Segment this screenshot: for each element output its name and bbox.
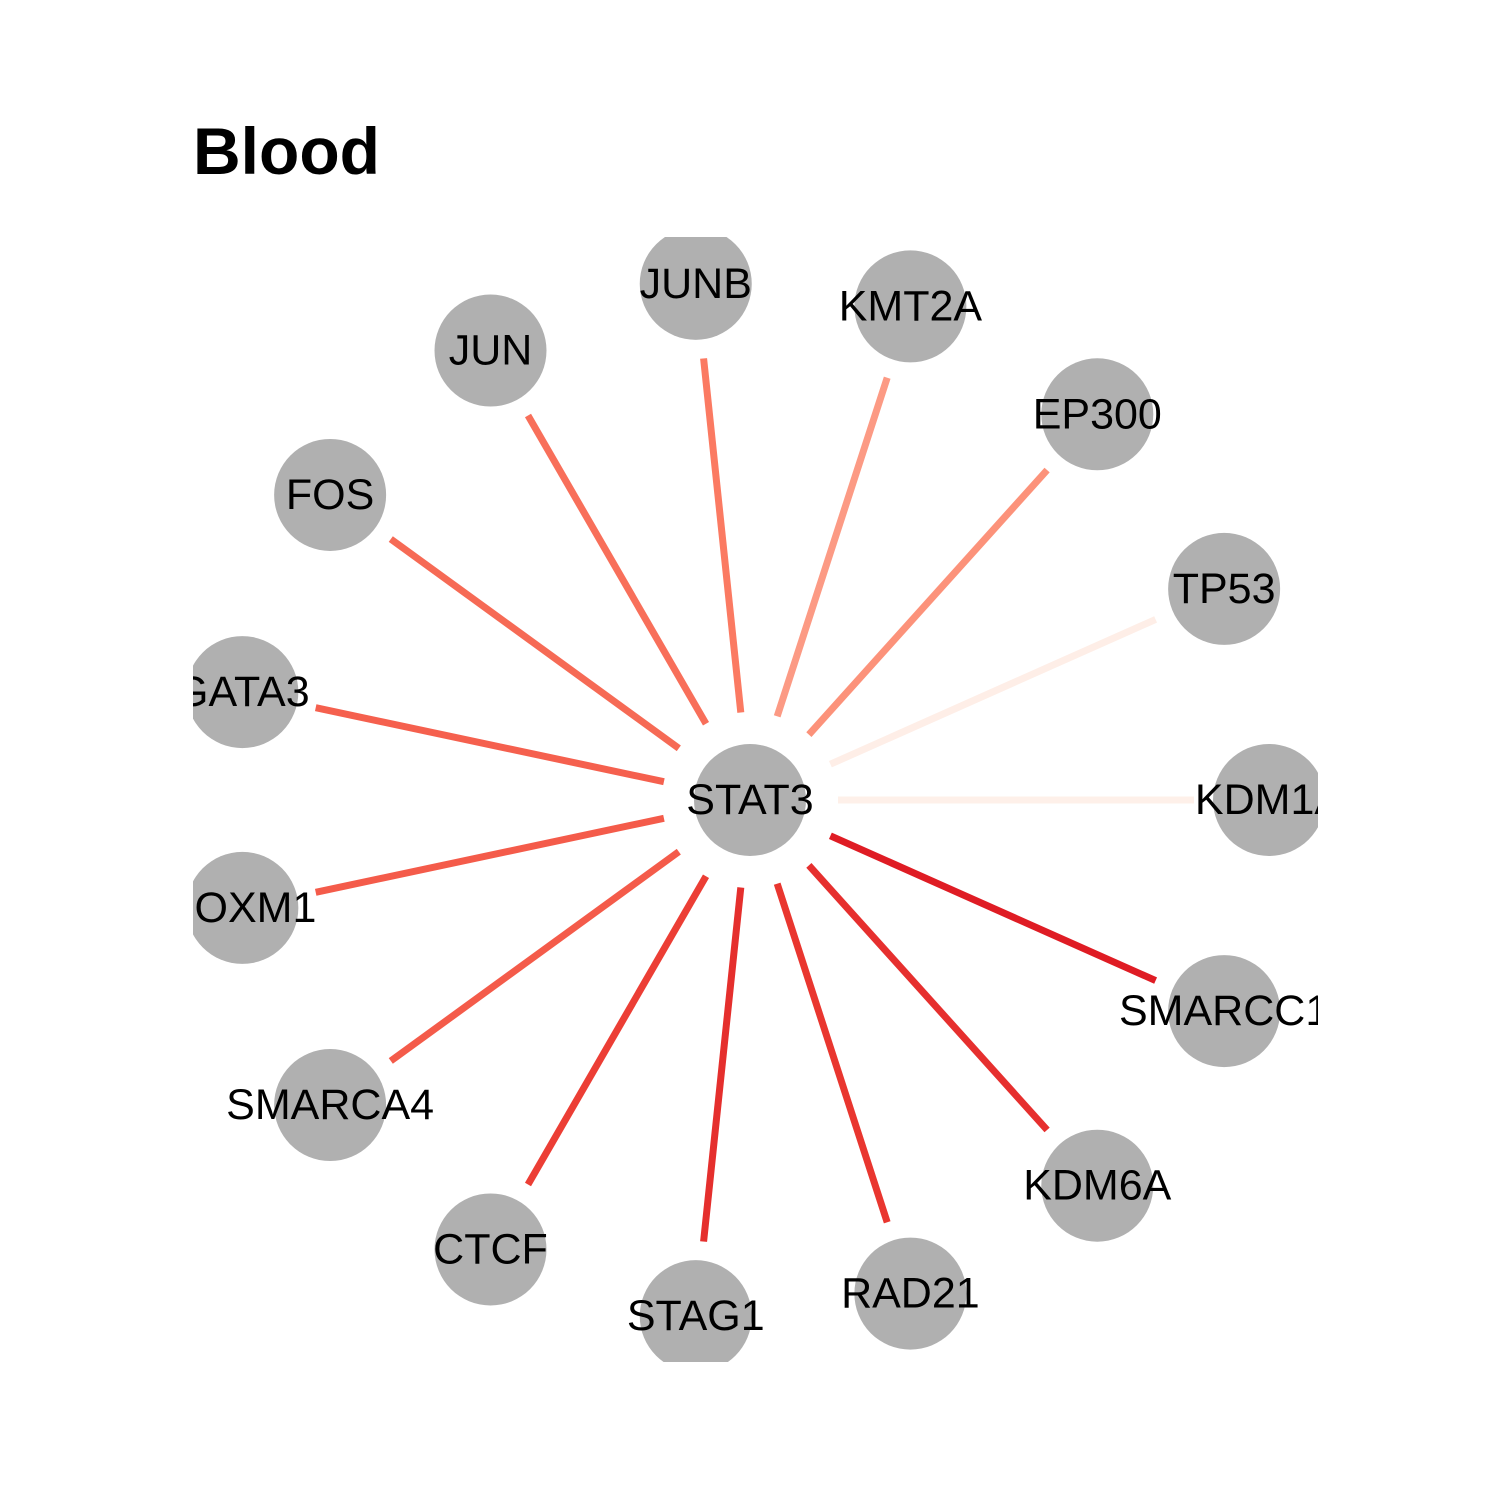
- node-fos-circle: [274, 438, 387, 551]
- node-ep300: EP300: [1033, 358, 1162, 471]
- node-stat3-label: STAT3: [686, 776, 813, 824]
- edge-stat3-smarcc1: [828, 832, 1158, 984]
- node-kdm6a: KDM6A: [1023, 1129, 1172, 1242]
- edge-stat3-rad21: [773, 882, 891, 1224]
- node-smarcc1: SMARCC1: [1119, 955, 1329, 1068]
- edge-stat3-kdm6a: [806, 863, 1050, 1133]
- node-junb: JUNB: [639, 237, 752, 340]
- node-fos: FOS: [274, 438, 387, 551]
- node-tp53-label: TP53: [1173, 565, 1276, 613]
- node-jun-label: JUN: [449, 327, 533, 375]
- node-ctcf-circle: [434, 1193, 547, 1306]
- node-fos-label: FOS: [286, 471, 374, 519]
- node-smarca4: SMARCA4: [226, 1049, 434, 1162]
- node-jun: JUN: [434, 294, 547, 407]
- diagram-title: Blood: [193, 114, 380, 188]
- node-ep300-label: EP300: [1033, 390, 1162, 438]
- edge-stat3-junb: [700, 358, 745, 713]
- node-stat3-circle: [694, 744, 806, 856]
- node-gata3-label: GATA3: [175, 668, 310, 716]
- node-kmt2a-circle: [854, 250, 967, 363]
- edge-stat3-tp53: [828, 616, 1158, 768]
- node-smarca4-label: SMARCA4: [226, 1081, 434, 1129]
- node-foxm1-label: FOXM1: [168, 884, 316, 932]
- node-ctcf-label: CTCF: [433, 1225, 548, 1273]
- node-smarcc1-circle: [1168, 955, 1281, 1068]
- node-junb-circle: [639, 237, 752, 340]
- node-foxm1: FOXM1: [168, 851, 316, 964]
- node-stat3: STAT3: [686, 744, 814, 856]
- node-gata3: GATA3: [175, 636, 310, 749]
- node-kmt2a: KMT2A: [839, 250, 983, 363]
- edge-stat3-ctcf: [524, 874, 710, 1187]
- edge-stat3-smarca4: [388, 848, 681, 1064]
- node-foxm1-circle: [193, 851, 299, 964]
- node-junb-label: JUNB: [640, 260, 752, 308]
- edge-stat3-fos: [388, 536, 681, 752]
- node-rad21-label: RAD21: [841, 1270, 980, 1318]
- node-kdm1a: KDM1A: [1195, 744, 1343, 856]
- node-smarcc1-label: SMARCC1: [1119, 987, 1329, 1035]
- edge-stat3-foxm1: [314, 814, 665, 896]
- node-jun-circle: [434, 294, 547, 407]
- node-tp53-circle: [1168, 532, 1281, 645]
- node-stag1-circle: [639, 1260, 752, 1362]
- edge-stat3-stag1: [700, 887, 745, 1242]
- edge-stat3-jun: [524, 413, 710, 726]
- node-kdm6a-circle: [1041, 1129, 1154, 1242]
- node-kdm6a-label: KDM6A: [1023, 1162, 1171, 1210]
- node-kdm1a-label: KDM1A: [1195, 776, 1343, 824]
- node-tp53: TP53: [1168, 532, 1281, 645]
- node-stag1-label: STAG1: [627, 1292, 765, 1340]
- node-ctcf: CTCF: [433, 1193, 548, 1306]
- node-kmt2a-label: KMT2A: [839, 282, 983, 330]
- node-stag1: STAG1: [627, 1260, 765, 1362]
- node-rad21: RAD21: [841, 1237, 980, 1350]
- edge-stat3-gata3: [314, 704, 665, 786]
- edge-stat3-kmt2a: [773, 376, 891, 718]
- node-gata3-circle: [193, 636, 299, 749]
- node-smarca4-circle: [274, 1049, 387, 1162]
- node-ep300-circle: [1041, 358, 1154, 471]
- edge-stat3-ep300: [806, 467, 1050, 737]
- node-kdm1a-circle: [1213, 744, 1318, 856]
- node-rad21-circle: [854, 1237, 967, 1350]
